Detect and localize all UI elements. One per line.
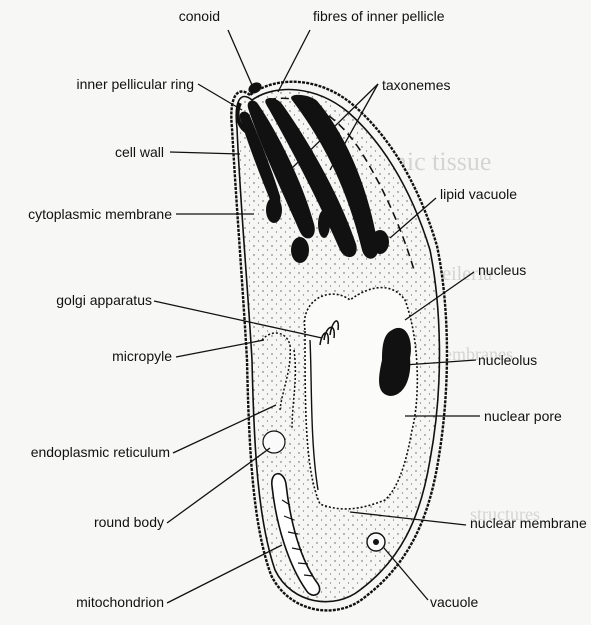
label-cytoplasmic-membrane: cytoplasmic membrane: [28, 206, 172, 222]
label-micropyle: micropyle: [112, 348, 172, 364]
label-taxonemes: taxonemes: [382, 77, 450, 93]
label-golgi-apparatus: golgi apparatus: [56, 292, 152, 308]
lipid-vacuole-shape: [371, 230, 389, 254]
label-nuclear-pore: nuclear pore: [484, 408, 562, 424]
vacuole-core: [373, 539, 379, 545]
label-nucleus: nucleus: [478, 262, 526, 278]
label-round-body: round body: [94, 514, 164, 530]
label-inner-pellicular-ring: inner pellicular ring: [76, 76, 194, 92]
label-cell-wall: cell wall: [115, 144, 164, 160]
label-fibres-of-inner-pellicle: fibres of inner pellicle: [313, 8, 445, 24]
label-mitochondrion: mitochondrion: [76, 594, 164, 610]
label-nucleolus: nucleolus: [478, 352, 537, 368]
label-nuclear-membrane: nuclear membrane: [470, 515, 587, 531]
label-conoid: conoid: [179, 8, 220, 24]
label-lipid-vacuole: lipid vacuole: [440, 186, 517, 202]
round-body-shape: [263, 431, 285, 453]
label-endoplasmic-reticulum: endoplasmic reticulum: [31, 444, 170, 460]
label-vacuole: vacuole: [430, 594, 478, 610]
